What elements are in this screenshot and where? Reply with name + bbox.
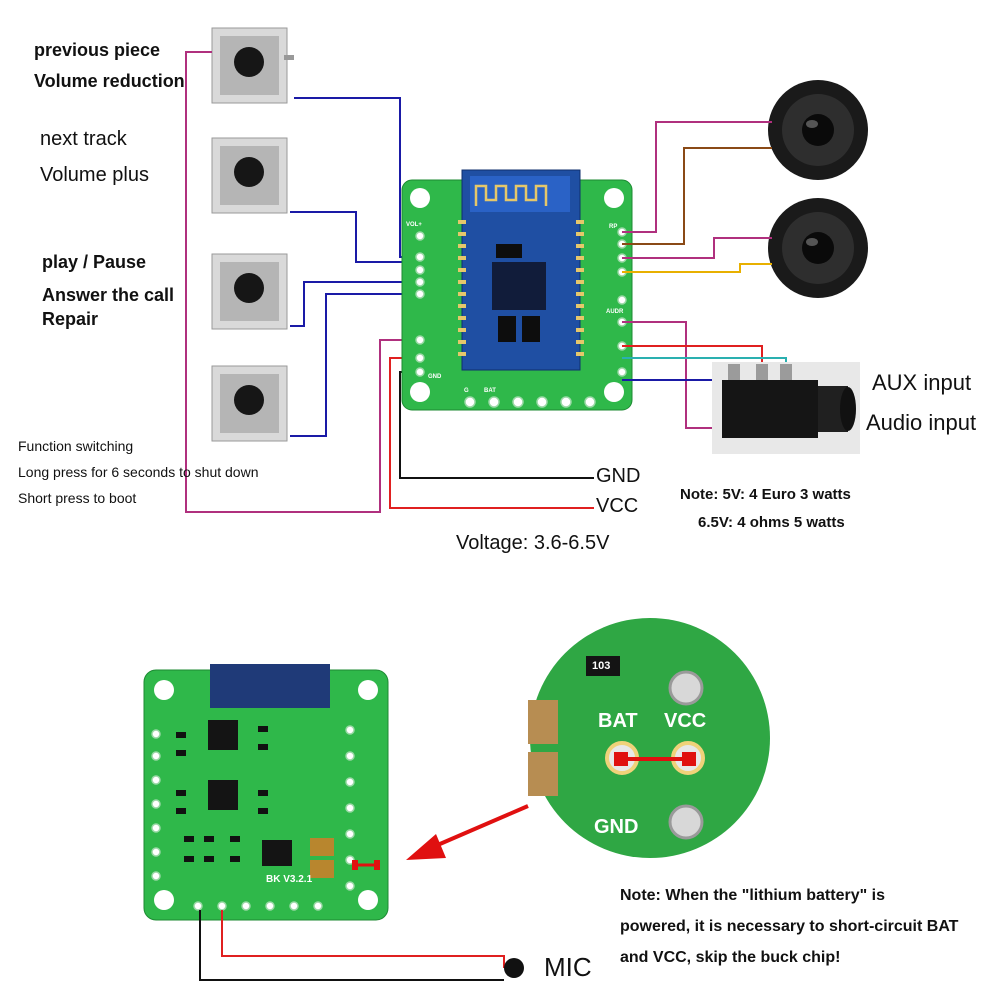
aux-label-line1: AUX input	[872, 370, 972, 395]
button2-label-line2: Volume plus	[40, 164, 149, 186]
button4-label-line1: Function switching	[18, 438, 134, 454]
wire-audl	[622, 345, 763, 366]
board-version-label: BK V3.2.1	[266, 874, 313, 885]
pin-label-g: G	[464, 388, 469, 394]
battery-note-line3: and VCC, skip the buck chip!	[620, 949, 841, 966]
wire-mic-gnd	[199, 910, 504, 981]
zoom-circle	[528, 618, 770, 858]
aux-label-line2: Audio input	[866, 410, 977, 435]
speaker-note-line2: 6.5V: 4 ohms 5 watts	[698, 514, 845, 531]
button4-label-line3: Short press to boot	[18, 490, 137, 506]
wire-common	[185, 51, 412, 513]
gnd-label: GND	[596, 465, 641, 487]
pcb-board-top	[401, 169, 633, 411]
pin-label-rp: RP	[609, 224, 618, 230]
wire-lp	[622, 237, 772, 259]
pin-label-bat: BAT	[484, 388, 496, 394]
button1-label-line1: previous piece	[34, 40, 161, 60]
button3-label-line3: Repair	[42, 309, 99, 329]
zoom-vcc-label: VCC	[664, 710, 707, 732]
wire-rn	[622, 147, 772, 245]
wire-mic-sig	[221, 910, 505, 968]
speaker-2	[768, 198, 868, 298]
wire-func	[290, 293, 412, 437]
battery-note-line1: Note: When the "lithium battery" is	[620, 887, 885, 904]
pcb-board-bottom	[143, 664, 389, 921]
zoom-gnd-label: GND	[594, 816, 639, 838]
red-arrow	[406, 804, 529, 860]
wire-vcc	[389, 357, 594, 509]
wire-ln	[622, 263, 772, 273]
wire-rp	[622, 121, 772, 233]
wire-prev	[294, 97, 412, 258]
microphone	[504, 958, 524, 978]
vcc-label: VCC	[596, 495, 639, 517]
wire-play	[290, 281, 412, 327]
tactile-button-1	[211, 27, 294, 104]
wire-next	[290, 211, 412, 263]
tactile-button-3	[211, 253, 288, 330]
button3-label-line2: Answer the call	[42, 285, 175, 305]
zoom-bat-label: BAT	[598, 710, 638, 732]
button1-label-line2: Volume reduction	[34, 71, 185, 91]
aux-jack	[712, 362, 860, 454]
pin-label-audr: AUDR	[606, 309, 624, 315]
voltage-label: Voltage: 3.6-6.5V	[456, 532, 610, 554]
tactile-button-4	[211, 365, 288, 442]
pin-label-gnd-left: GND	[428, 374, 442, 380]
button2-label-line1: next track	[40, 128, 127, 150]
speaker-note-line1: Note: 5V: 4 Euro 3 watts	[680, 486, 851, 503]
zoom-chip-label: 103	[592, 660, 611, 672]
button3-label-line1: play / Pause	[42, 252, 147, 272]
speaker-1	[768, 80, 868, 180]
wire-audr	[622, 321, 714, 429]
button4-label-line2: Long press for 6 seconds to shut down	[18, 464, 259, 480]
pin-label-vol-plus: VOL+	[406, 222, 422, 228]
battery-note-line2: powered, it is necessary to short-circui…	[620, 918, 959, 935]
mic-label: MIC	[544, 952, 592, 982]
tactile-button-2	[211, 137, 288, 214]
